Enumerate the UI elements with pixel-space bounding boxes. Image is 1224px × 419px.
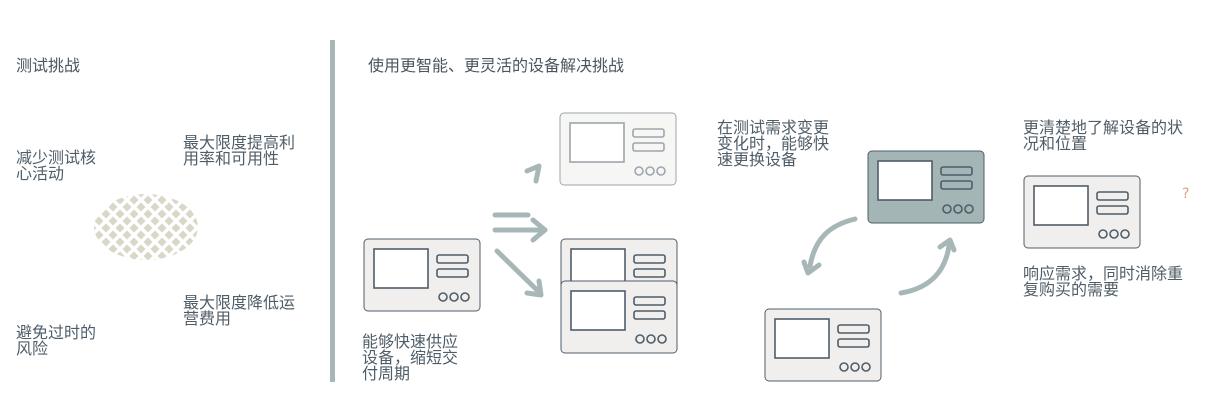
- device-tracked: [1023, 175, 1141, 249]
- wafer-grid-line: [4, 187, 84, 267]
- device-stack-front: [560, 280, 678, 354]
- benefit-fast-supply: 能够快速供应 设备，缩短交 付周期: [362, 332, 459, 383]
- challenge-reduce-core-activity: 减少测试核 心活动: [16, 148, 97, 183]
- device-dark-active: [867, 150, 985, 224]
- wafer-grid-line: [196, 194, 198, 260]
- wafer-grid-line: [156, 194, 198, 260]
- wafer-grid-line: [2, 187, 82, 267]
- wafer-grid-line: [228, 187, 308, 267]
- curved-arrow-down-left-icon: [801, 216, 858, 276]
- wafer-grid-line: [94, 194, 98, 260]
- left-title: 测试挑战: [16, 56, 81, 75]
- challenge-maximize-utilization: 最大限度提高利 用率和可用性: [183, 133, 296, 168]
- benefit-fast-swap: 在测试需求变更 变化时，能够快 速更换设备: [717, 118, 830, 169]
- challenge-minimize-opex: 最大限度降低运 营费用: [183, 293, 296, 328]
- wafer-grid-line: [94, 194, 154, 260]
- device-top-faded: [559, 112, 677, 186]
- arrow-up-right-icon: [524, 163, 542, 184]
- device-supply-source: [363, 238, 481, 312]
- wafer-grid-line: [94, 194, 140, 260]
- challenge-avoid-obsolescence: 避免过时的 风险: [16, 323, 97, 358]
- wafer-grid-line: [140, 194, 198, 260]
- arrow-right-icon: [492, 212, 548, 243]
- benefit-visibility: 更清楚地了解设备的状 况和位置: [1023, 118, 1184, 153]
- wafer-grid-line: [0, 187, 68, 267]
- wafer-grid-line: [214, 187, 294, 267]
- question-mark-icon: ?: [1182, 186, 1190, 202]
- wafer-grid-line: [94, 194, 100, 260]
- curved-arrow-up-right-icon: [898, 237, 957, 296]
- section-divider: [330, 40, 335, 382]
- arrows: [492, 163, 957, 298]
- wafer-icon: [0, 187, 308, 267]
- benefit-eliminate-repurchase: 响应需求，同时消除重 复购买的需要: [1023, 264, 1184, 299]
- wafer-grid-line: [200, 187, 280, 267]
- wafer-grid-line: [0, 187, 54, 267]
- right-title: 使用更智能、更灵活的设备解决挑战: [368, 56, 625, 75]
- wafer-grid-line: [154, 194, 198, 260]
- device-swap-target: [764, 308, 882, 382]
- arrow-down-right-icon: [494, 248, 544, 298]
